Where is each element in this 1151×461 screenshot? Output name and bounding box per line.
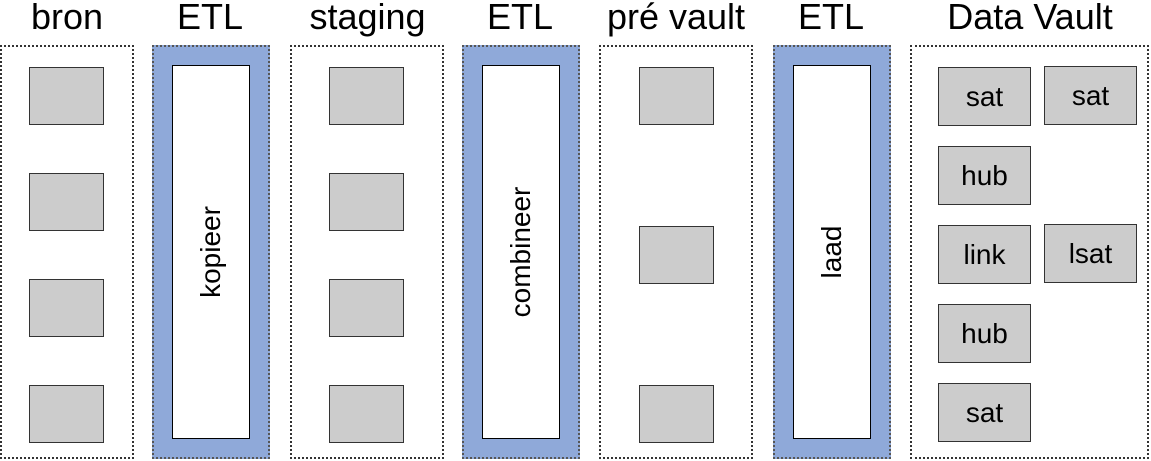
vault-link: link [938, 225, 1031, 284]
staging-panel [290, 45, 444, 459]
vault-hub-1: hub [938, 146, 1031, 205]
etl-combineer-panel: combineer [462, 45, 580, 459]
bron-table-4 [29, 385, 104, 443]
data-vault-panel: sat sat hub link lsat hub sat [910, 45, 1149, 459]
column-title-bron: bron [30, 0, 104, 37]
bron-panel [0, 45, 134, 459]
etl-combineer-process: combineer [482, 65, 560, 439]
staging-table-2 [329, 173, 404, 231]
vault-sat-1: sat [938, 67, 1031, 126]
etl-laad-label: laad [816, 225, 847, 279]
etl-combineer-label: combineer [505, 186, 536, 318]
staging-table-1 [329, 67, 404, 125]
column-title-etl-2: ETL [486, 0, 554, 37]
column-title-data-vault: Data Vault [947, 0, 1113, 37]
etl-laad-panel: laad [773, 45, 891, 459]
etl-kopieer-label: kopieer [195, 206, 226, 298]
etl-laad-process: laad [793, 65, 871, 439]
etl-kopieer-process: kopieer [172, 65, 250, 439]
bron-table-3 [29, 279, 104, 337]
vault-sat-2: sat [1044, 66, 1137, 125]
vault-hub-2: hub [938, 304, 1031, 363]
pre-vault-table-2 [639, 226, 714, 284]
staging-table-3 [329, 279, 404, 337]
pre-vault-table-3 [639, 385, 714, 443]
column-title-etl-3: ETL [797, 0, 865, 37]
vault-lsat: lsat [1044, 224, 1137, 283]
pre-vault-panel [599, 45, 753, 459]
pre-vault-table-1 [639, 67, 714, 125]
bron-table-2 [29, 173, 104, 231]
column-title-pre-vault: pré vault [606, 0, 746, 37]
column-title-etl-1: ETL [176, 0, 244, 37]
staging-table-4 [329, 385, 404, 443]
column-title-staging: staging [309, 0, 426, 37]
bron-table-1 [29, 67, 104, 125]
etl-kopieer-panel: kopieer [152, 45, 270, 459]
vault-sat-3: sat [938, 383, 1031, 442]
